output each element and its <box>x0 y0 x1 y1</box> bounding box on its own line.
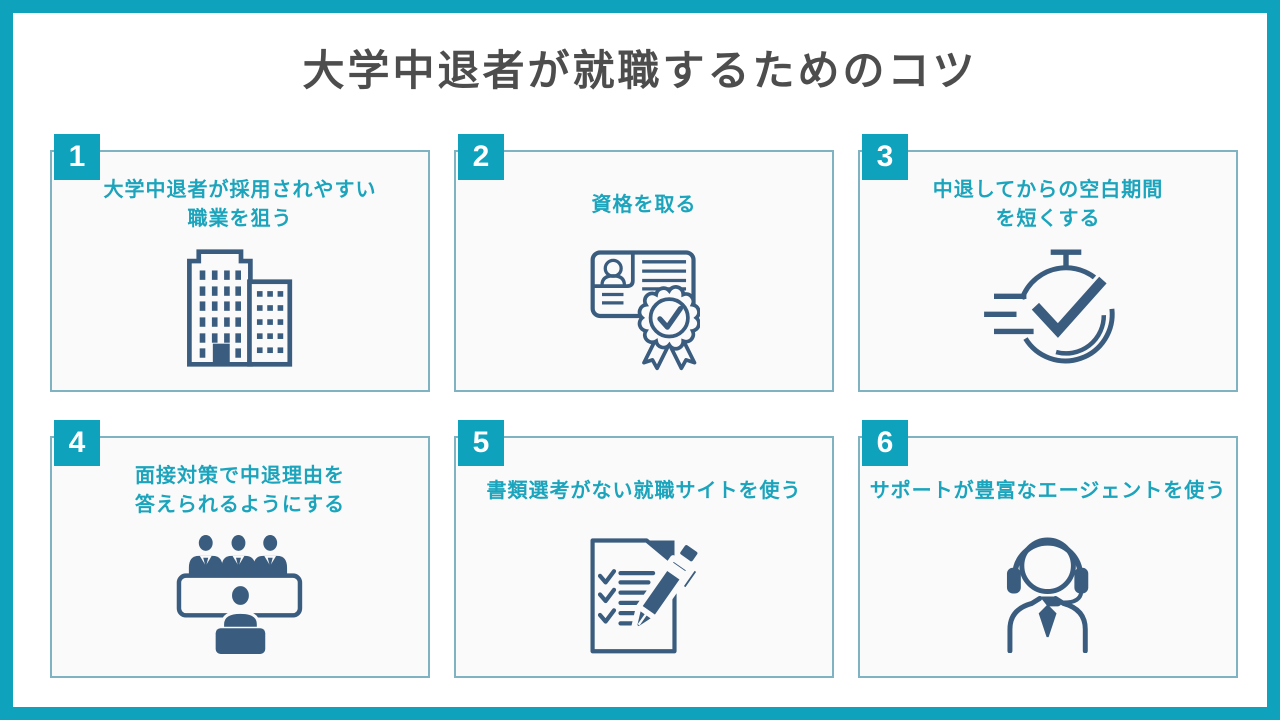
number-badge: 3 <box>862 134 908 180</box>
tip-card-5: 5 書類選考がない就職サイトを使う <box>454 420 834 678</box>
card-title-line: 職業を狙う <box>187 208 293 230</box>
icon-box <box>860 234 1236 382</box>
icon-box <box>52 234 428 382</box>
number-badge: 1 <box>54 134 100 180</box>
icon-box <box>860 520 1236 668</box>
page-title: 大学中退者が就職するためのコツ <box>302 47 978 94</box>
tip-card-4: 4 面接対策で中退理由を 答えられるようにする <box>50 420 430 678</box>
card-title-line: 面接対策で中退理由を <box>135 465 345 487</box>
tip-card-3: 3 中退してからの空白期間 を短くする <box>858 134 1238 392</box>
card-title-line: 答えられるようにする <box>134 494 346 516</box>
stopwatch-check-icon <box>984 249 1115 364</box>
card-title: 資格を取る <box>456 176 832 234</box>
number-badge: 4 <box>54 420 100 466</box>
card-title-line: 中退してからの空白期間 <box>932 179 1164 201</box>
support-agent-icon <box>1007 536 1089 653</box>
tip-card-1: 1 大学中退者が採用されやすい 職業を狙う <box>50 134 430 392</box>
office-buildings-icon <box>187 249 293 367</box>
icon-box <box>456 234 832 382</box>
icon-box <box>52 520 428 668</box>
number-badge: 2 <box>458 134 504 180</box>
certificate-badge-icon <box>590 249 701 370</box>
card-title-line: を短くする <box>995 208 1101 230</box>
card-title-line: 資格を取る <box>591 193 697 216</box>
tips-grid: 1 大学中退者が採用されやすい 職業を狙う <box>50 134 1238 678</box>
tip-card-6: 6 サポートが豊富なエージェントを使う <box>858 420 1238 678</box>
card-title: 大学中退者が採用されやすい 職業を狙う <box>52 176 428 234</box>
card-title: 中退してからの空白期間 を短くする <box>860 176 1236 234</box>
card-title: 書類選考がない就職サイトを使う <box>456 462 832 520</box>
number-badge: 5 <box>458 420 504 466</box>
checklist-pen-icon <box>590 537 701 653</box>
icon-box <box>456 520 832 668</box>
card-title-line: 大学中退者が採用されやすい <box>103 179 377 201</box>
interview-panel-icon <box>176 534 302 654</box>
card-title: 面接対策で中退理由を 答えられるようにする <box>52 462 428 520</box>
card-title-line: 書類選考がない就職サイトを使う <box>486 479 802 502</box>
number-badge: 6 <box>862 420 908 466</box>
tip-card-2: 2 資格を取る <box>454 134 834 392</box>
card-title: サポートが豊富なエージェントを使う <box>860 462 1236 520</box>
card-title-line: サポートが豊富なエージェントを使う <box>869 479 1227 502</box>
